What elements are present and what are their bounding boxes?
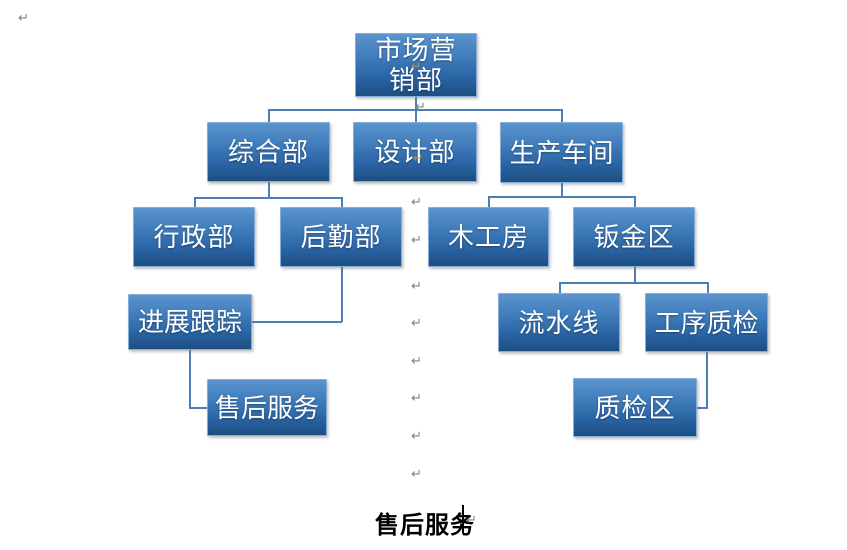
- org-node-logistics-dept[interactable]: 后勤部: [280, 207, 402, 267]
- connector-line: [561, 183, 563, 196]
- paragraph-mark-icon: ↵: [411, 316, 422, 331]
- org-node-qc-area[interactable]: 质检区: [573, 378, 697, 437]
- connector-line: [415, 97, 417, 109]
- inline-paragraph-mark-icon: ↵: [411, 59, 422, 73]
- connector-line: [268, 182, 270, 197]
- paragraph-mark-icon: ↵: [411, 429, 422, 444]
- org-node-label: 工序质检: [654, 307, 759, 338]
- connector-line: [252, 321, 342, 323]
- connector-line: [559, 282, 561, 293]
- org-node-production-workshop[interactable]: 生产车间: [500, 122, 623, 183]
- paragraph-mark-icon: ↵: [411, 467, 422, 482]
- org-node-admin-dept[interactable]: 行政部: [133, 207, 255, 267]
- org-node-marketing-dept[interactable]: 市场营销部: [355, 33, 477, 97]
- org-node-label: 后勤部: [300, 222, 382, 252]
- paragraph-mark-icon: ↵: [411, 233, 422, 248]
- org-node-label: 行政部: [153, 222, 235, 252]
- org-node-design-dept[interactable]: 设计部: [353, 122, 477, 182]
- org-node-woodworking-room[interactable]: 木工房: [428, 207, 549, 267]
- org-node-sheet-metal-area[interactable]: 钣金区: [573, 207, 695, 267]
- org-node-assembly-line[interactable]: 流水线: [498, 293, 620, 352]
- connector-line: [707, 282, 709, 293]
- org-node-label: 质检区: [594, 392, 676, 423]
- connector-line: [341, 197, 343, 207]
- org-node-label: 生产车间: [509, 137, 614, 168]
- connector-line: [189, 350, 191, 408]
- connector-line: [697, 407, 708, 409]
- inline-paragraph-mark-icon: ↵: [413, 151, 424, 165]
- connector-line: [634, 267, 636, 283]
- connector-line: [488, 196, 490, 207]
- connector-line: [189, 407, 207, 409]
- org-node-progress-tracking[interactable]: 进展跟踪: [128, 294, 252, 350]
- paragraph-mark-icon: ↵: [18, 11, 29, 26]
- connector-line: [488, 196, 635, 198]
- connector-line: [341, 267, 343, 322]
- org-node-label: 设计部: [374, 137, 456, 167]
- connector-line: [415, 109, 417, 122]
- paragraph-mark-icon: ↵: [415, 100, 426, 115]
- connector-line: [194, 197, 196, 207]
- connector-line: [634, 196, 636, 207]
- org-node-label: 综合部: [227, 137, 309, 167]
- org-node-label: 钣金区: [593, 222, 675, 252]
- text-cursor: [462, 505, 464, 533]
- org-node-label: 售后服务: [214, 392, 319, 423]
- org-node-label: 流水线: [518, 307, 600, 338]
- org-node-label: 木工房: [447, 222, 529, 252]
- connector-line: [559, 282, 708, 284]
- paragraph-mark-icon: ↵: [411, 195, 422, 210]
- org-node-after-sales-service[interactable]: 售后服务: [207, 379, 327, 436]
- org-node-process-qc[interactable]: 工序质检: [645, 293, 768, 352]
- org-node-general-dept[interactable]: 综合部: [207, 122, 330, 182]
- org-node-label: 进展跟踪: [137, 307, 242, 337]
- paragraph-mark-icon: ↵: [411, 391, 422, 406]
- paragraph-mark-icon: ↵: [411, 279, 422, 294]
- connector-line: [706, 352, 708, 408]
- connector-line: [194, 197, 341, 199]
- paragraph-mark-icon: ↵: [466, 513, 477, 528]
- document-text[interactable]: 售后服务: [375, 513, 475, 539]
- connector-line: [561, 109, 563, 122]
- paragraph-mark-icon: ↵: [411, 354, 422, 369]
- connector-line: [268, 109, 270, 122]
- org-node-label: 市场营销部: [375, 35, 457, 95]
